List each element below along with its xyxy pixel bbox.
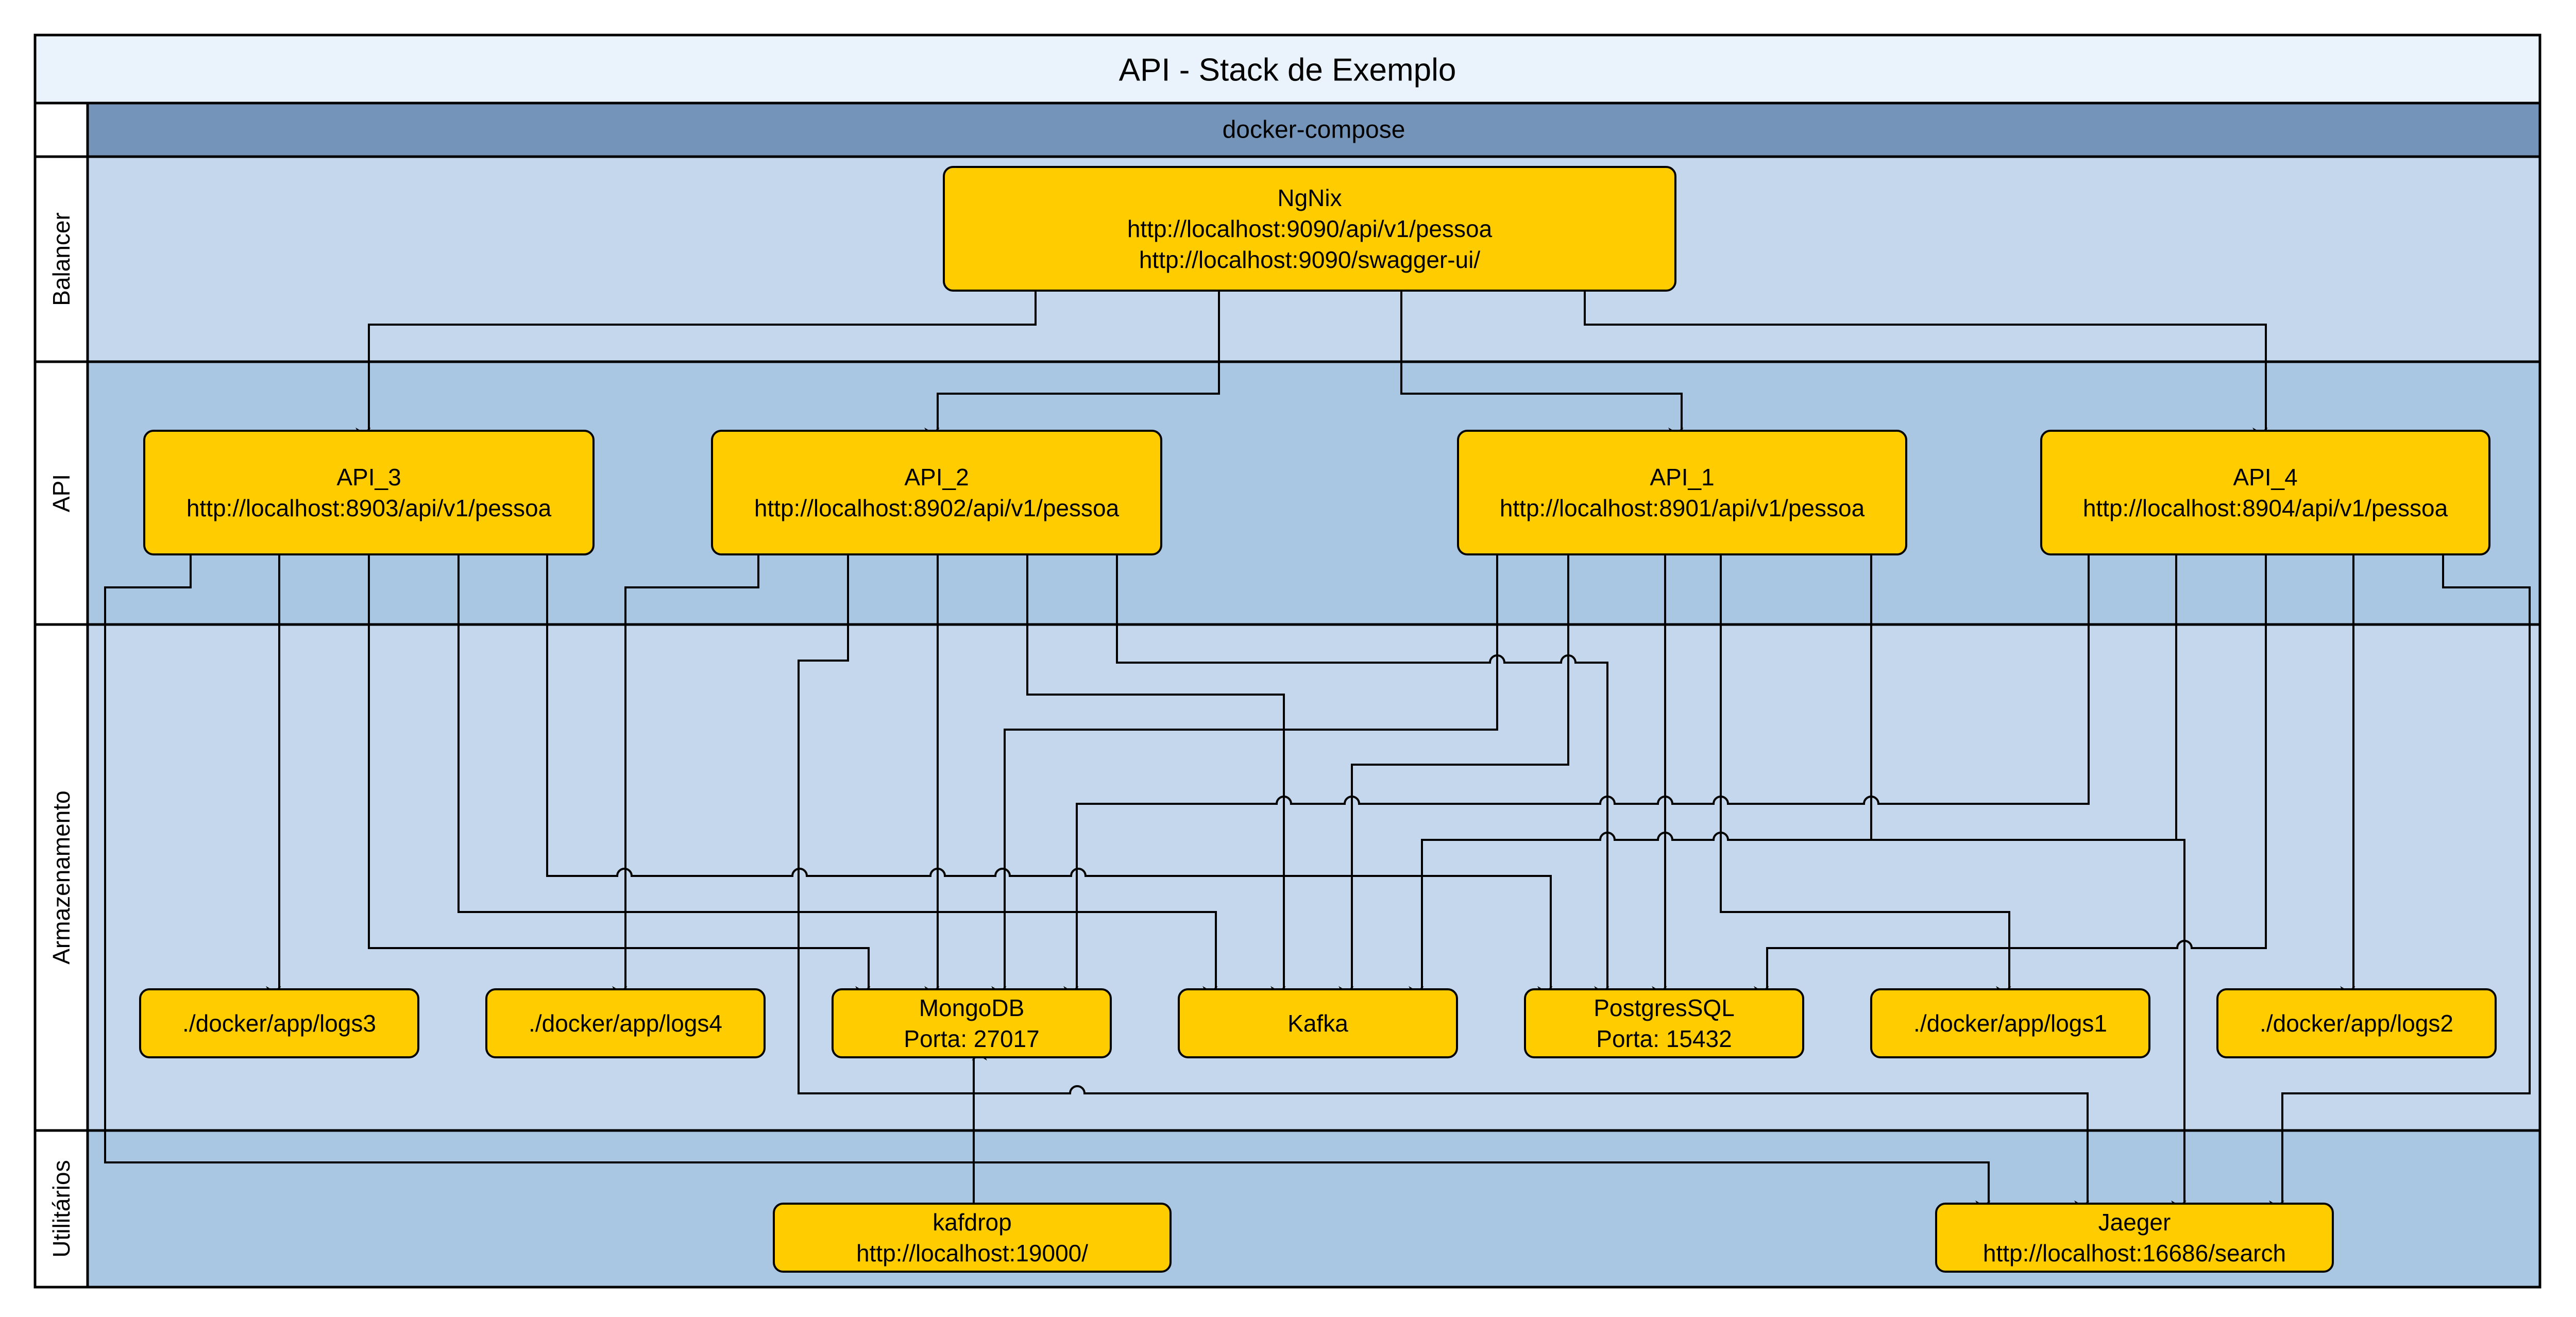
node-nginx-box xyxy=(943,166,1676,292)
edge-api4-to-kafka xyxy=(1409,554,2177,1002)
node-kafdrop: kafdrop http://localhost:19000/ xyxy=(773,1203,1172,1273)
node-jaeger-box xyxy=(1935,1203,2334,1273)
edge-api3-to-jaeger xyxy=(104,554,1991,1216)
edge-nginx-to-api1 xyxy=(1400,291,1684,443)
connectors xyxy=(104,291,2531,1216)
node-api1: API_1 http://localhost:8901/api/v1/pessoa xyxy=(1457,430,1907,555)
node-mongodb-line-0: MongoDB xyxy=(919,994,1025,1021)
node-logs3-box xyxy=(139,988,419,1058)
edge-api3-to-mongodb xyxy=(368,554,871,1002)
node-logs3-line-0: ./docker/app/logs3 xyxy=(182,1010,376,1037)
node-api2: API_2 http://localhost:8902/api/v1/pessoa xyxy=(711,430,1162,555)
node-postgres-line-0: PostgresSQL xyxy=(1594,994,1735,1021)
node-nginx-line-2: http://localhost:9090/swagger-ui/ xyxy=(1139,246,1481,273)
node-api1-line-0: API_1 xyxy=(1650,464,1714,491)
edge-api4-to-mongodb xyxy=(1063,554,2090,1002)
edge-api1-to-kafka xyxy=(1338,554,1569,1002)
node-logs3: ./docker/app/logs3 xyxy=(139,988,419,1058)
node-kafdrop-line-0: kafdrop xyxy=(933,1209,1011,1236)
node-jaeger-line-0: Jaeger xyxy=(2098,1209,2171,1236)
node-jaeger-line-1: http://localhost:16686/search xyxy=(1983,1240,2286,1267)
edge-api4-to-jaeger xyxy=(2269,554,2531,1216)
edge-api4-to-postgres xyxy=(1754,554,2267,1002)
node-logs2-line-0: ./docker/app/logs2 xyxy=(2260,1010,2453,1037)
node-api3-line-0: API_3 xyxy=(336,464,401,491)
nodes: NgNix http://localhost:9090/api/v1/pessoa… xyxy=(139,166,2497,1273)
lane-label-armazenamento: Armazenamento xyxy=(48,790,75,965)
edge-api1-to-mongodb xyxy=(991,554,1498,1002)
edge-nginx-to-api2 xyxy=(924,291,1220,443)
node-api2-line-1: http://localhost:8902/api/v1/pessoa xyxy=(754,495,1120,521)
node-logs1: ./docker/app/logs1 xyxy=(1870,988,2150,1058)
node-nginx-line-0: NgNix xyxy=(1277,184,1342,211)
node-logs1-box xyxy=(1870,988,2150,1058)
edge-api3-to-kafka xyxy=(457,554,1218,1002)
edge-api2-to-jaeger xyxy=(798,554,2090,1216)
node-mongodb-line-1: Porta: 27017 xyxy=(904,1025,1039,1052)
diagram-subtitle: docker-compose xyxy=(1223,116,1405,144)
node-api1-line-1: http://localhost:8901/api/v1/pessoa xyxy=(1500,495,1865,521)
node-api1-box xyxy=(1457,430,1907,555)
lane-label-balancer: Balancer xyxy=(48,212,75,306)
edge-api1-to-logs1 xyxy=(1720,554,2011,1002)
node-kafka-line-0: Kafka xyxy=(1287,1010,1348,1037)
lane-label-api: API xyxy=(48,474,75,512)
node-postgres-line-1: Porta: 15432 xyxy=(1596,1025,1732,1052)
node-api4: API_4 http://localhost:8904/api/v1/pessoa xyxy=(2040,430,2490,555)
node-postgres: PostgresSQL Porta: 15432 xyxy=(1524,988,1804,1058)
node-logs1-line-0: ./docker/app/logs1 xyxy=(1913,1010,2107,1037)
node-nginx-line-1: http://localhost:9090/api/v1/pessoa xyxy=(1127,215,1493,242)
node-mongodb-box xyxy=(832,988,1112,1058)
node-api4-line-0: API_4 xyxy=(2233,464,2297,491)
title-band xyxy=(33,33,2541,105)
node-api3-line-1: http://localhost:8903/api/v1/pessoa xyxy=(187,495,552,521)
node-kafka-box xyxy=(1178,988,1458,1058)
edge-api2-to-postgres xyxy=(1116,554,1609,1002)
node-nginx: NgNix http://localhost:9090/api/v1/pessoa… xyxy=(943,166,1676,292)
node-api3: API_3 http://localhost:8903/api/v1/pessoa xyxy=(143,430,595,555)
node-logs4-box xyxy=(485,988,766,1058)
node-kafka: Kafka xyxy=(1178,988,1458,1058)
diagram-title: API - Stack de Exemplo xyxy=(1119,53,1456,88)
node-logs2: ./docker/app/logs2 xyxy=(2216,988,2497,1058)
node-api3-box xyxy=(143,430,595,555)
node-logs2-box xyxy=(2216,988,2497,1058)
lane-header-utilitarios xyxy=(33,1129,89,1289)
node-logs4-line-0: ./docker/app/logs4 xyxy=(529,1010,722,1037)
node-api4-line-1: http://localhost:8904/api/v1/pessoa xyxy=(2083,495,2448,521)
node-logs4: ./docker/app/logs4 xyxy=(485,988,766,1058)
node-mongodb: MongoDB Porta: 27017 xyxy=(832,988,1112,1058)
edge-api2-to-kafka xyxy=(1026,554,1286,1002)
node-api2-line-0: API_2 xyxy=(904,464,969,491)
node-kafdrop-box xyxy=(773,1203,1172,1273)
edge-api2-to-logs4 xyxy=(612,554,759,1002)
lane-label-utilitarios: Utilitários xyxy=(48,1160,75,1257)
node-kafdrop-line-1: http://localhost:19000/ xyxy=(856,1240,1088,1267)
node-postgres-box xyxy=(1524,988,1804,1058)
node-api4-box xyxy=(2040,430,2490,555)
node-jaeger: Jaeger http://localhost:16686/search xyxy=(1935,1203,2334,1273)
edge-nginx-to-api4 xyxy=(1584,291,2268,443)
node-api2-box xyxy=(711,430,1162,555)
edge-nginx-to-api3 xyxy=(355,291,1037,443)
